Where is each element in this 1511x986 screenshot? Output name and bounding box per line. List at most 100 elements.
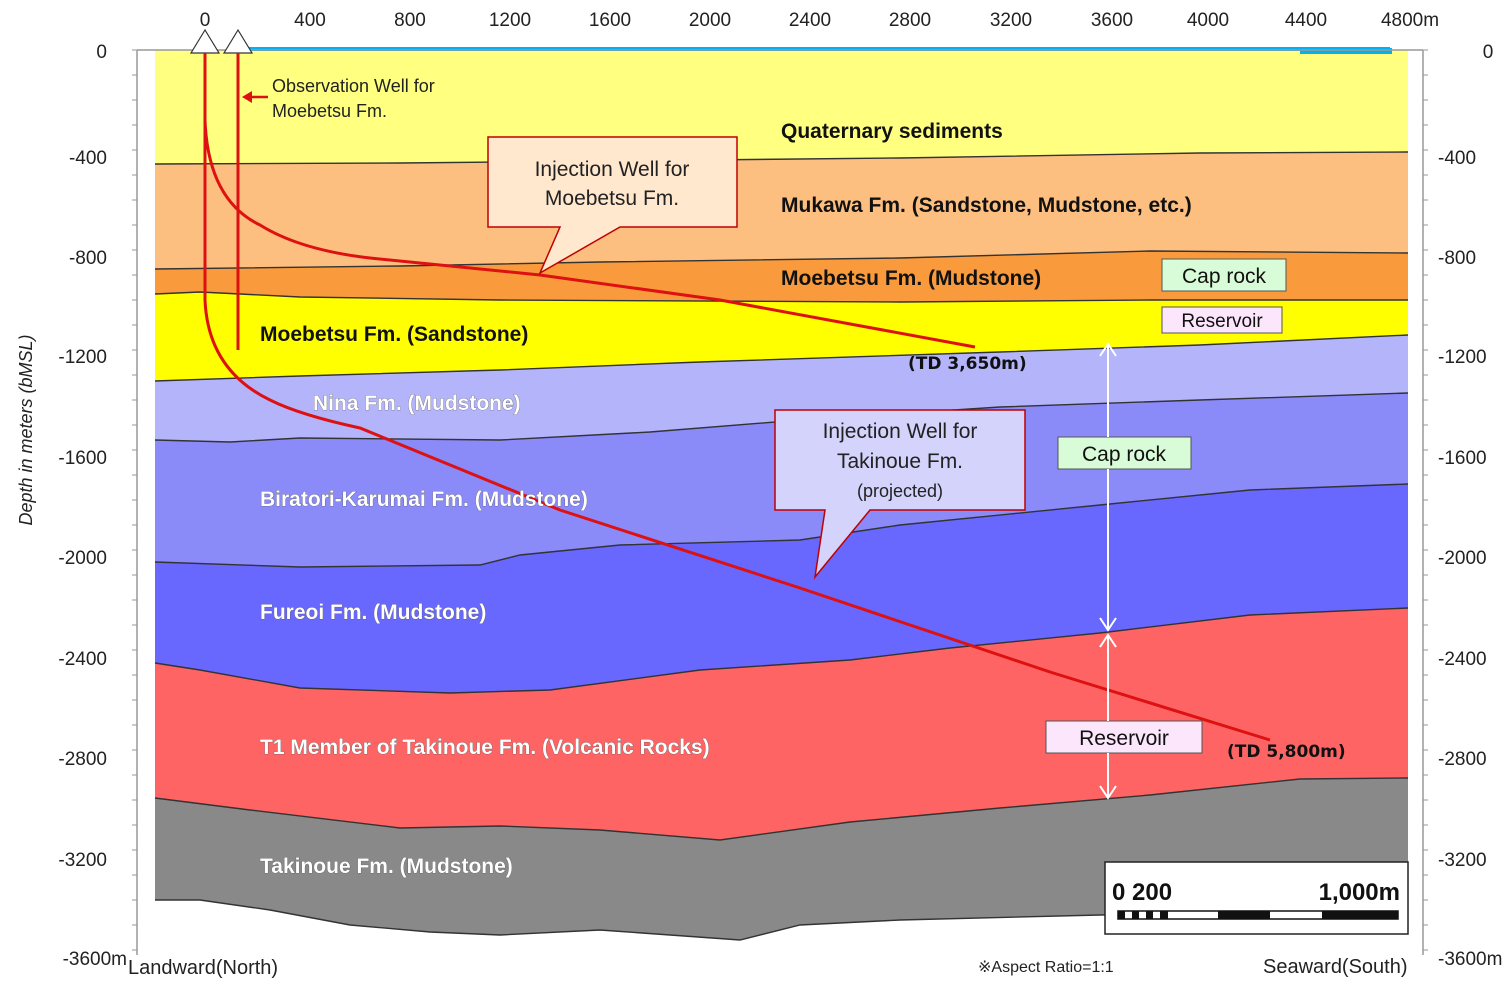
callout-injection-takinoue: Injection Well for Takinoue Fm. (project… — [774, 409, 1026, 580]
x-tick-label: 4400 — [1285, 10, 1327, 31]
y-tick-label-right: -3200 — [1438, 850, 1487, 871]
callout-moebetsu-line2: Moebetsu Fm. — [545, 187, 679, 210]
callout-moebetsu-line1: Injection Well for — [535, 158, 690, 181]
boundary-line — [154, 483, 1409, 568]
x-tick-label: 2400 — [789, 10, 831, 31]
observation-arrow — [242, 91, 268, 103]
y-tick-label-right: 0 — [1483, 42, 1494, 63]
tag-cap-rock-upper-text: Cap rock — [1182, 265, 1267, 288]
y-tick-label-right: -1200 — [1438, 347, 1487, 368]
x-tick-label: 3200 — [990, 10, 1032, 31]
tag-reservoir-upper: Reservoir — [1161, 306, 1283, 334]
label-moebetsu-sandstone: Moebetsu Fm. (Sandstone) — [260, 323, 528, 346]
label-t1-member: T1 Member of Takinoue Fm. (Volcanic Rock… — [260, 736, 710, 759]
y-tick-label-right: -2800 — [1438, 749, 1487, 770]
boundary-line — [154, 291, 1408, 303]
reservoir-range-arrow — [1099, 633, 1117, 800]
td-moebetsu-label: (TD 3,650m) — [908, 354, 1027, 374]
well-trajectories — [203, 53, 1271, 742]
axes — [136, 49, 1424, 955]
callout-takinoue-line2: Takinoue Fm. — [837, 450, 963, 473]
y-tick-label-right: -800 — [1438, 248, 1476, 269]
y-axis-ticks-left: 0 -400 -800 -1200 -1600 -2000 -2400 -2800 -3200 -… — [58, 42, 127, 970]
y-tick-label-left: -400 — [69, 148, 107, 169]
callout-takinoue-line1: Injection Well for — [823, 420, 978, 443]
y-tick-label-right: -3600m — [1438, 949, 1502, 970]
y-tick-label-left: -1200 — [58, 347, 107, 368]
tag-reservoir-lower-text: Reservoir — [1079, 727, 1169, 750]
label-biratori: Biratori-Karumai Fm. (Mudstone) — [260, 488, 588, 511]
boundary-line — [155, 899, 1408, 941]
minor-ticks — [132, 49, 1428, 951]
label-takinoue: Takinoue Fm. (Mudstone) — [260, 855, 513, 878]
formation-boundaries — [154, 151, 1409, 941]
tag-cap-rock-lower: Cap rock — [1057, 436, 1192, 470]
boundary-line — [154, 392, 1409, 443]
well-head-triangle — [189, 28, 221, 54]
aspect-ratio-note: ※Aspect Ratio=1:1 — [978, 959, 1114, 976]
scale-bar: 0 200 1,000m — [1104, 861, 1409, 935]
label-nina: Nina Fm. (Mudstone) — [313, 392, 521, 415]
tag-reservoir-upper-text: Reservoir — [1181, 311, 1263, 332]
injection-well-moebetsu-path — [203, 53, 976, 349]
y-tick-label-left: -800 — [69, 248, 107, 269]
landward-label: Landward(North) — [128, 957, 278, 979]
td-takinoue-label: (TD 5,800m) — [1227, 742, 1346, 762]
observation-label-line1: Observation Well for — [272, 76, 435, 96]
y-tick-label-left: -2400 — [58, 649, 107, 670]
x-tick-label: 2800 — [889, 10, 931, 31]
layer-moebetsu-sandstone — [155, 292, 1408, 381]
tag-reservoir-lower: Reservoir — [1045, 720, 1203, 754]
layer-quaternary — [155, 50, 1408, 164]
label-mukawa: Mukawa Fm. (Sandstone, Mudstone, etc.) — [781, 194, 1192, 217]
boundary-line — [154, 334, 1409, 382]
y-axis-title: Depth in meters (bMSL) — [16, 334, 36, 525]
x-tick-label: 2000 — [689, 10, 731, 31]
callout-takinoue-line3: (projected) — [857, 481, 943, 501]
seaward-label: Seaward(South) — [1263, 956, 1408, 978]
layer-mukawa — [155, 152, 1408, 269]
x-tick-label: 0 — [200, 10, 211, 31]
layer-t1-member — [155, 608, 1408, 840]
y-tick-label-left: 0 — [96, 42, 107, 63]
y-axis-ticks-right: 0 -400 -800 -1200 -1600 -2000 -2400 -2800 -3200 -… — [1438, 42, 1502, 970]
y-tick-label-right: -2000 — [1438, 548, 1487, 569]
y-tick-label-left: -3600m — [63, 949, 127, 970]
y-tick-label-left: -1600 — [58, 448, 107, 469]
label-quaternary: Quaternary sediments — [781, 120, 1003, 143]
layer-moebetsu-mudstone — [155, 251, 1408, 302]
tag-cap-rock-upper: Cap rock — [1161, 258, 1287, 292]
tag-cap-rock-lower-text: Cap rock — [1082, 443, 1167, 466]
y-tick-label-right: -2400 — [1438, 649, 1487, 670]
boundary-line — [154, 607, 1409, 694]
y-tick-label-left: -3200 — [58, 850, 107, 871]
boundary-line — [154, 250, 1409, 270]
scale-bar-right-label: 1,000m — [1319, 879, 1400, 906]
injection-well-takinoue-path — [203, 53, 1271, 742]
label-fureoi: Fureoi Fm. (Mudstone) — [260, 601, 486, 624]
x-tick-label: 1600 — [589, 10, 631, 31]
y-tick-label-right: -1600 — [1438, 448, 1487, 469]
layer-takinoue — [155, 778, 1408, 940]
callout-injection-moebetsu: Injection Well for Moebetsu Fm. — [487, 136, 738, 275]
boundary-line — [154, 777, 1409, 841]
y-tick-label-right: -400 — [1438, 148, 1476, 169]
x-tick-label: 400 — [294, 10, 326, 31]
layer-fureoi — [155, 484, 1408, 693]
well-head-triangle — [222, 28, 254, 54]
x-tick-label: 1200 — [489, 10, 531, 31]
layer-nina — [155, 335, 1408, 442]
x-tick-label: 4000 — [1187, 10, 1229, 31]
cap-rock-range-arrow — [1099, 342, 1117, 632]
x-axis-ticks: 0 400 800 1200 1600 2000 2400 2800 3200 3600 4000 4… — [200, 10, 1439, 31]
x-tick-label: 3600 — [1091, 10, 1133, 31]
y-tick-label-left: -2800 — [58, 749, 107, 770]
y-tick-label-left: -2000 — [58, 548, 107, 569]
label-moebetsu-mudstone: Moebetsu Fm. (Mudstone) — [781, 267, 1041, 290]
scale-bar-left-label: 0 200 — [1112, 879, 1172, 906]
boundary-line — [154, 151, 1409, 165]
observation-label-line2: Moebetsu Fm. — [272, 101, 387, 121]
x-tick-label: 800 — [394, 10, 426, 31]
